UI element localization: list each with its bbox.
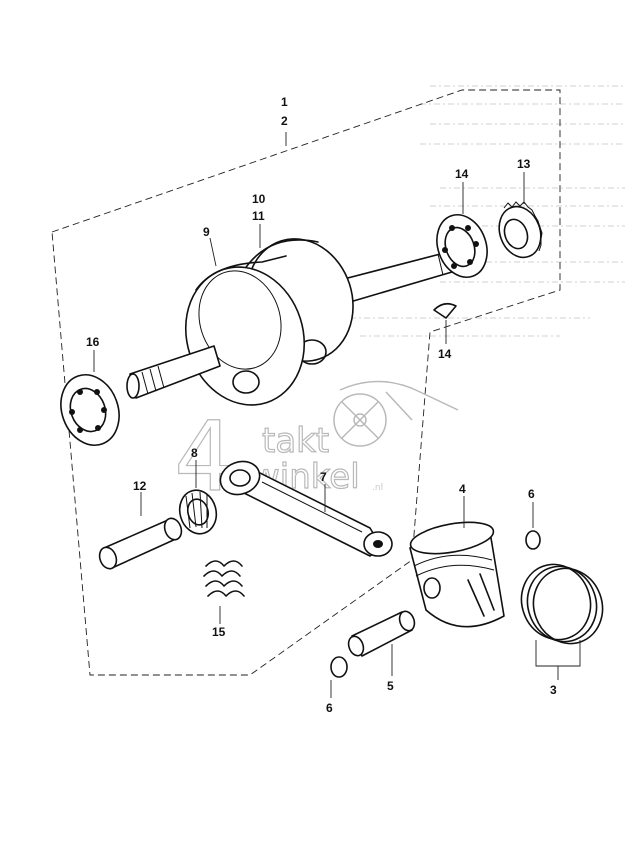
part-label-9: 9: [203, 225, 210, 239]
part-label-10: 10: [252, 192, 266, 206]
part-labels: 1 2 10 11 9 14 13 14 16 8 7 12 4 6 15 5 …: [86, 95, 557, 715]
bearing-16-part: [60, 374, 120, 446]
watermark-line1: takt: [262, 421, 329, 461]
crankshaft-part: [126, 238, 453, 406]
piston-part: [409, 521, 505, 628]
watermark-tld: .nl: [372, 483, 383, 493]
part-label-14-bearing: 14: [455, 167, 469, 181]
bearing-14-part: [436, 214, 488, 278]
part-label-6-lower: 6: [326, 701, 333, 715]
woodruff-key-part: [433, 302, 457, 319]
gear-13-part: [498, 201, 543, 259]
piston-pin-part: [347, 610, 416, 657]
circlip-upper-part: [525, 530, 541, 550]
needle-bearing-part: [178, 489, 218, 535]
part-label-8: 8: [191, 446, 198, 460]
crankshaft-assembly-outline: [51, 89, 561, 676]
circlip-lower-part: [330, 656, 348, 678]
part-label-1: 1: [281, 95, 288, 109]
watermark-wheel-icon: [333, 380, 459, 447]
part-label-14-key: 14: [438, 347, 452, 361]
part-label-5: 5: [387, 679, 394, 693]
part-label-3: 3: [550, 683, 557, 697]
part-label-12: 12: [133, 479, 147, 493]
part-label-11: 11: [252, 209, 265, 223]
connecting-rod-part: [219, 460, 393, 557]
part-label-16: 16: [86, 335, 100, 349]
watermark-logo: 4 takt winkel .nl: [173, 380, 459, 514]
part-label-2: 2: [281, 114, 288, 128]
bleed-through-lines: [350, 85, 625, 337]
part-label-13: 13: [517, 157, 531, 171]
part-label-6-upper: 6: [528, 487, 535, 501]
leader-lines: [93, 132, 581, 698]
part-label-15: 15: [212, 625, 226, 639]
part-label-4: 4: [459, 482, 466, 496]
crank-pin-part: [98, 517, 183, 570]
spring-part: [203, 560, 245, 597]
piston-rings-part: [520, 563, 604, 645]
part-label-7: 7: [320, 470, 327, 484]
